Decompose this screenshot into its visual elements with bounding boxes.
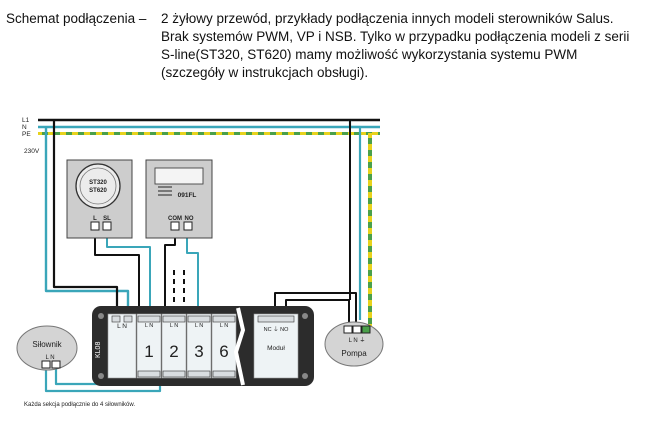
kl08-zone-6-terminals: [212, 315, 236, 323]
thermostat-091fl-term-com-label: COM: [168, 216, 182, 222]
kl08-power-terms: L N: [117, 323, 127, 330]
pump-term-pe: [361, 325, 371, 334]
kl08-name: KL08: [95, 342, 102, 358]
thermostat-091fl-term-no: [183, 221, 193, 231]
header-line-3: S-line(ST320, ST620) mamy możliwość wyko…: [161, 47, 578, 62]
kl08-zone-6-actuator-terminals: [212, 370, 236, 378]
kl08-term-n: [123, 315, 133, 323]
kl08-zone-3-actuator-terminals: [187, 370, 211, 378]
header-line-2: Brak systemów PWM, VP i NSB. Tylko w prz…: [161, 29, 630, 44]
kl08-term-l: [111, 315, 121, 323]
kl08-module-terms: NC ⏚ NO: [264, 326, 289, 333]
bus-n-label: N: [22, 124, 27, 131]
wire-bus-l-to-strip: [52, 120, 119, 322]
kl08-zone-2-terms: L N: [170, 323, 178, 329]
pump: L N ⏚ Pompa: [324, 321, 384, 367]
actuator-terms: L N: [45, 355, 54, 361]
kl08-zone-1-number: 1: [144, 342, 153, 361]
kl08-module-label: Moduł: [267, 345, 285, 352]
bus-voltage-label: 230V: [24, 148, 40, 155]
thermostat-091fl: 091FL COM NO: [145, 159, 213, 239]
wire-bus-n-to-pump: [348, 120, 362, 320]
kl08-zone-6-number: 6: [219, 342, 228, 361]
kl08-screw-bottom-left: [98, 373, 104, 379]
diagram-note: Każda sekcja podłącznie do 4 siłowników.: [24, 402, 135, 408]
kl08-zone-6-terms: L N: [220, 323, 228, 329]
thermostat-st320-term-sl-label: SL: [103, 216, 111, 222]
thermostat-091fl-display: [154, 167, 204, 185]
kl08-top-terminals: [111, 315, 295, 323]
thermostat-st320-term-sl: [102, 221, 112, 231]
wire-st-l: [94, 229, 140, 322]
thermostat-st320: ST320 ST620 L SL: [66, 159, 133, 239]
kl08-zone-6-section: [211, 313, 237, 379]
pump-label: Pompa: [341, 349, 367, 358]
kl08-zone-2-number: 2: [169, 342, 178, 361]
kl08-zone-2-terminals: [162, 315, 186, 323]
actuator: Siłownik L N: [16, 325, 78, 371]
thermostat-st320-dial: [75, 163, 121, 209]
kl08-zone-1-terms: L N: [145, 323, 153, 329]
kl08-zone-1-terminals: [137, 315, 161, 323]
bus-pe-line: [38, 132, 380, 135]
kl08-module-terminals: [257, 315, 295, 323]
thermostat-st320-model-2: ST620: [89, 188, 107, 194]
thermostat-st320-term-l: [90, 221, 100, 231]
kl08-zone-2-actuator-terminals: [162, 370, 186, 378]
kl08-zone-3-section: [186, 313, 212, 379]
header-line-1: 2 żyłowy przewód, przykłady podłączenia …: [161, 11, 614, 26]
kl08-screw-top-right: [302, 313, 308, 319]
pump-term-n: [352, 325, 362, 334]
pump-terms: L N ⏚: [349, 337, 366, 344]
actuator-body: [16, 325, 78, 371]
kl08-screw-top-left: [98, 313, 104, 319]
kl08-screw-bottom-right: [302, 373, 308, 379]
kl08-zone-3-terms: L N: [195, 323, 203, 329]
thermostat-st320-term-l-label: L: [93, 216, 97, 222]
actuator-label: Siłownik: [32, 340, 62, 349]
kl08-break-mark: [233, 307, 246, 386]
kl08-power-section: [107, 313, 137, 379]
header-label: Schemat podłączenia –: [6, 11, 147, 26]
wire-bus-pe-to-pump: [368, 133, 372, 328]
header: Schemat podłączenia – 2 żyłowy przewód, …: [0, 0, 672, 100]
thermostat-091fl-model: 091FL: [178, 192, 197, 199]
bus-pe-label: PE: [22, 131, 31, 138]
header-line-4: (szczegóły w instrukcjach obsługi).: [161, 65, 369, 80]
power-bus: L1 N PE 230V: [22, 117, 380, 155]
kl08-strip: KL08 L N L N L N L N L N 1 2 3 6 NC ⏚ NO…: [92, 306, 314, 386]
thermostat-091fl-term-com: [170, 221, 180, 231]
thermostat-091fl-term-no-label: NO: [185, 216, 194, 222]
thermostat-st320-dial-ring: [79, 167, 117, 205]
bus-l1-label: L1: [22, 117, 30, 124]
kl08-zone-1-section: [136, 313, 162, 379]
kl08-zone-2-section: [161, 313, 187, 379]
actuator-term-n: [51, 360, 61, 369]
header-description: 2 żyłowy przewód, przykłady podłączenia …: [161, 10, 666, 82]
pump-term-l: [343, 325, 353, 334]
thermostat-st320-model-1: ST320: [89, 180, 107, 186]
kl08-zone-3-number: 3: [194, 342, 203, 361]
kl08-zone-1-actuator-terminals: [137, 370, 161, 378]
kl08-bottom-terminals: [137, 370, 236, 378]
actuator-term-l: [41, 360, 51, 369]
kl08-module-section: [253, 313, 299, 379]
wire-091fl-no: [186, 229, 199, 322]
kl08-zone-3-terminals: [187, 315, 211, 323]
